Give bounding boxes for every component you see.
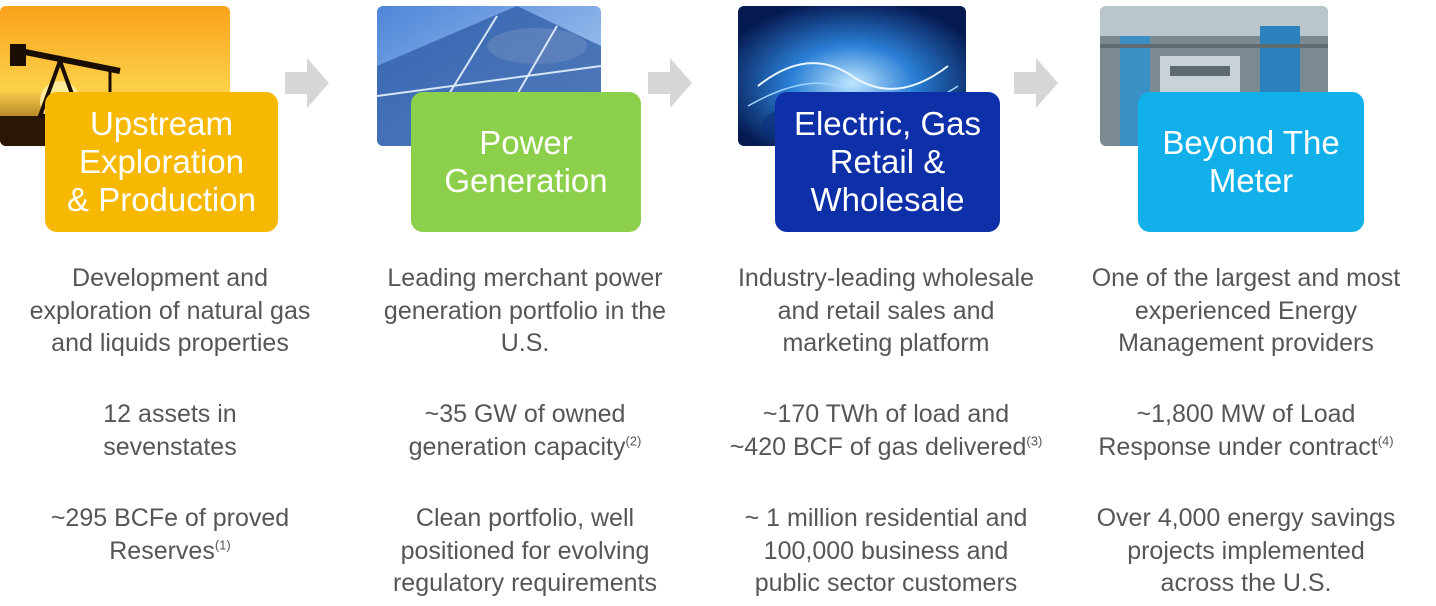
meter-label: Beyond The Meter xyxy=(1138,92,1364,232)
power-label: Power Generation xyxy=(411,92,641,232)
column-retail: Electric, Gas Retail & Wholesale Industr… xyxy=(720,0,1070,606)
footnote-marker: (3) xyxy=(1026,433,1043,449)
column-power: Power Generation Leading merchant power … xyxy=(367,0,717,606)
power-capacity-stat: ~35 GW of owned generation capacity(2) xyxy=(408,400,642,461)
upstream-label: Upstream Exploration & Production xyxy=(45,92,278,232)
footnote-marker: (1) xyxy=(214,537,231,553)
upstream-description: Development and exploration of natural g… xyxy=(29,264,311,357)
column-upstream: Upstream Exploration & Production Develo… xyxy=(0,0,350,606)
retail-load-stat: ~170 TWh of load and ~420 BCF of gas del… xyxy=(729,400,1043,461)
arrow-right-icon xyxy=(648,58,692,108)
upstream-reserves-stat: ~295 BCFe of proved Reserves(1) xyxy=(50,504,290,565)
footnote-marker: (4) xyxy=(1377,433,1394,449)
upstream-assets-stat: 12 assets in sevenstates xyxy=(103,400,237,461)
meter-load-response-stat: ~1,800 MW of Load Response under contrac… xyxy=(1098,400,1394,461)
retail-description: Industry-leading wholesale and retail sa… xyxy=(737,264,1034,357)
column-meter: Beyond The Meter One of the largest and … xyxy=(1086,0,1436,606)
arrow-right-icon xyxy=(285,58,329,108)
footnote-marker: (2) xyxy=(625,433,642,449)
arrow-right-icon xyxy=(1014,58,1058,108)
power-portfolio-stat: Clean portfolio, well positioned for evo… xyxy=(392,504,657,597)
retail-customers-stat: ~ 1 million residential and 100,000 busi… xyxy=(744,504,1028,597)
meter-description: One of the largest and most experienced … xyxy=(1091,264,1401,357)
meter-projects-stat: Over 4,000 energy savings projects imple… xyxy=(1096,504,1396,597)
retail-label: Electric, Gas Retail & Wholesale xyxy=(775,92,1000,232)
power-description: Leading merchant power generation portfo… xyxy=(383,264,667,357)
